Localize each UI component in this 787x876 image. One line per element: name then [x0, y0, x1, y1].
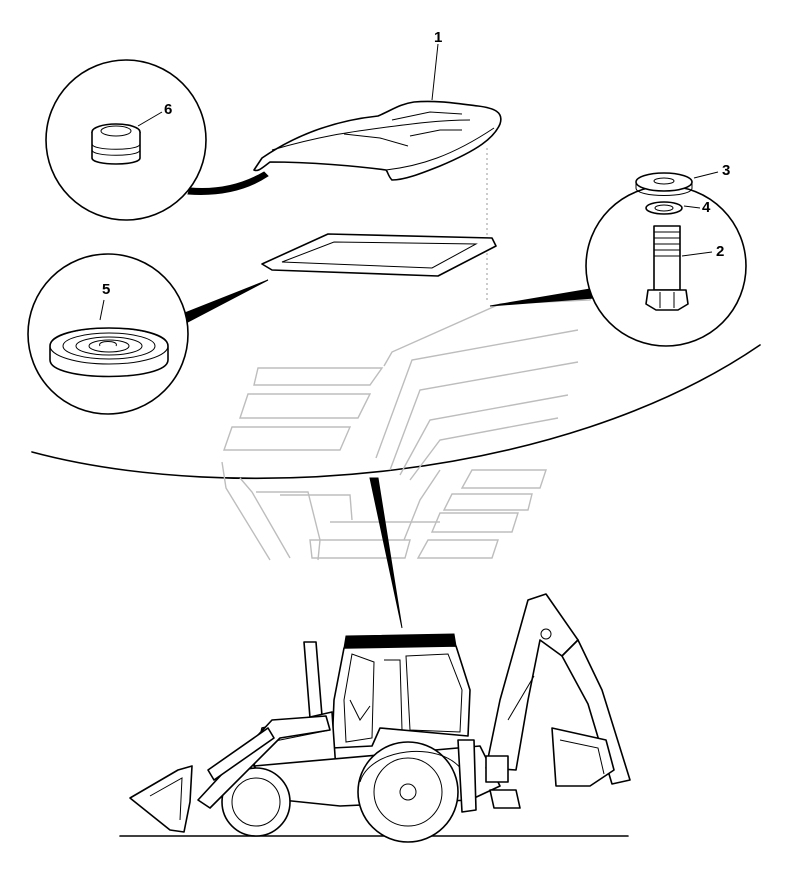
- detail-circle-bolt: [585, 171, 747, 347]
- leader-1: [431, 43, 439, 101]
- pointer-to-circle-bolt: [489, 287, 597, 307]
- roof-panel: [253, 100, 502, 181]
- backhoe-loader: [119, 593, 631, 843]
- callout-1: 1: [434, 29, 442, 46]
- detail-boundary-arc: [31, 344, 761, 480]
- roof-seal-frame: [261, 233, 497, 277]
- detail-circle-5: [27, 253, 189, 415]
- pointer-to-machine: [369, 477, 403, 629]
- pointer-to-circle-5: [181, 279, 269, 325]
- detail-circle-6: [45, 59, 207, 221]
- cab-roof-faded-outline: [221, 257, 601, 561]
- callout-2: 2: [716, 243, 724, 260]
- callout-3: 3: [722, 162, 730, 179]
- pointer-to-circle-6: [187, 171, 269, 195]
- callout-4: 4: [702, 199, 711, 216]
- callout-6: 6: [164, 101, 172, 118]
- callout-5: 5: [102, 281, 110, 298]
